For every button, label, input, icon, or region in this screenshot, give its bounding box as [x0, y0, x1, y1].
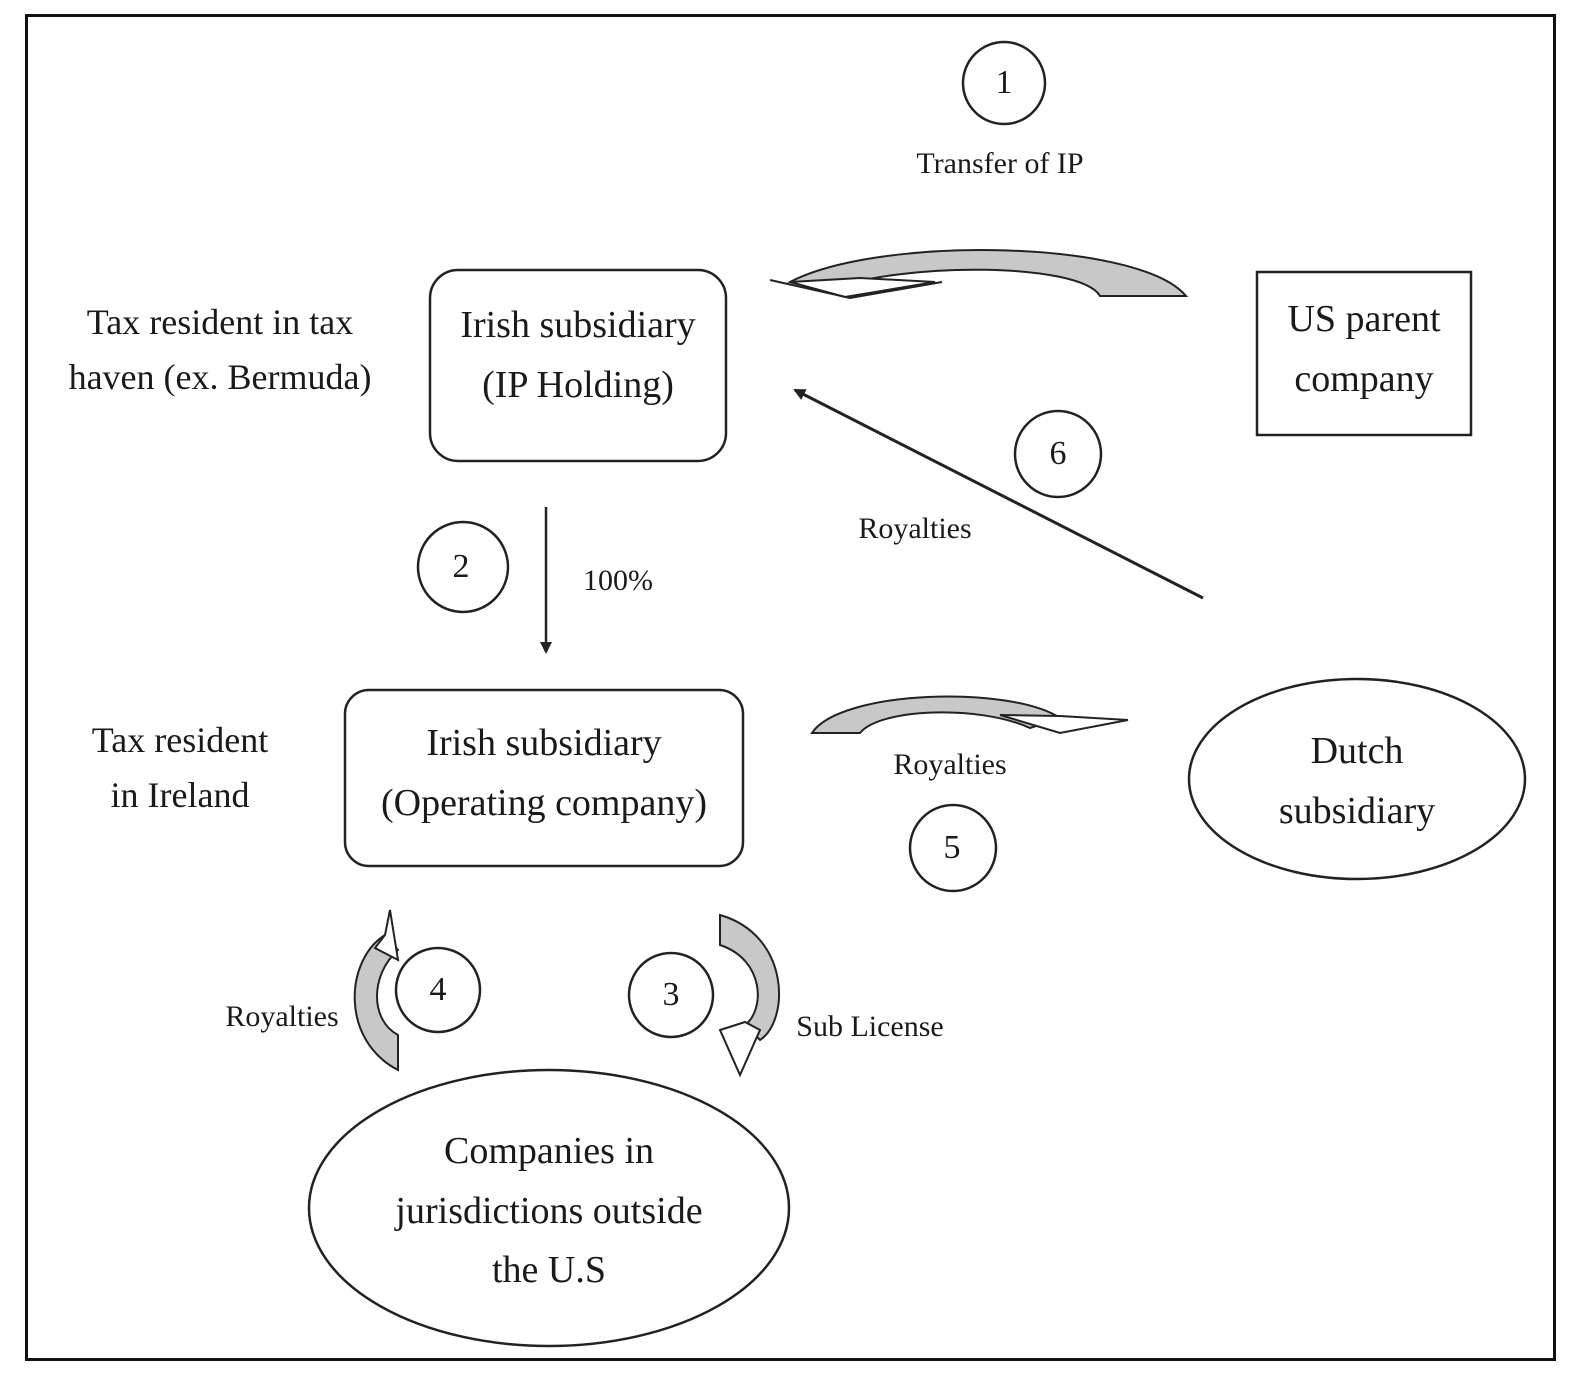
us-parent-label: US parent company [1257, 296, 1471, 403]
companies-outside-ellipse [307, 1068, 791, 1348]
us-parent-box [1255, 270, 1473, 437]
irish-operating-box [343, 688, 745, 868]
dutch-subsidiary-ellipse [1187, 677, 1527, 881]
step-3-circle [627, 951, 715, 1039]
companies-outside-label: Companies in jurisdictions outside the U… [309, 1128, 789, 1295]
step-4-number: 4 [429, 971, 447, 1008]
royalties-op-to-dutch-curved-arrow [810, 695, 1129, 735]
companies-line3: the U.S [492, 1249, 606, 1291]
irish-ip-holding-label: Irish subsidiary (IP Holding) [430, 302, 726, 409]
tax-haven-line2: haven (ex. Bermuda) [68, 357, 372, 397]
dutch-line2: subsidiary [1278, 789, 1436, 832]
diagram-frame [25, 14, 1556, 1361]
tax-haven-line1: Tax resident in tax [86, 302, 354, 342]
step-5-number: 5 [943, 829, 961, 866]
irish-operating-line1: Irish subsidiary [426, 722, 662, 764]
step-2-number: 2 [452, 548, 470, 585]
step-1-number: 1 [995, 64, 1013, 101]
ireland-line1: Tax resident [91, 720, 269, 760]
irish-operating-line2: (Operating company) [380, 781, 708, 824]
step-2-circle [416, 520, 510, 614]
companies-line2: jurisdictions outside [395, 1189, 703, 1232]
dutch-subsidiary-label: Dutch subsidiary [1189, 728, 1525, 835]
step-6-number: 6 [1049, 435, 1067, 472]
us-parent-line2: company [1294, 357, 1434, 400]
tax-haven-residency-label: Tax resident in tax haven (ex. Bermuda) [55, 300, 385, 400]
royalties-dutch-to-ip-arrow [793, 388, 1204, 600]
ireland-line2: in Ireland [110, 775, 250, 815]
irish-operating-label: Irish subsidiary (Operating company) [345, 720, 743, 827]
step-4-circle [394, 946, 482, 1034]
dutch-line1: Dutch [1310, 730, 1404, 772]
sub-license-label: Sub License [796, 1010, 944, 1043]
companies-line1: Companies in [443, 1130, 655, 1172]
transfer-ip-curved-arrow [769, 249, 1189, 300]
royalties-companies-to-op-curved-arrow [353, 909, 400, 1072]
step-5-circle [908, 803, 998, 893]
royalties-companies-to-op-label: Royalties [225, 1000, 339, 1033]
royalties-dutch-to-ip-label: Royalties [858, 512, 972, 545]
royalties-op-to-dutch-label: Royalties [893, 748, 1007, 781]
step-3-number: 3 [662, 976, 680, 1013]
sub-license-curved-arrow [718, 913, 780, 1078]
transfer-ip-label: Transfer of IP [916, 147, 1084, 180]
irish-ip-holding-line1: Irish subsidiary [460, 304, 696, 346]
ireland-residency-label: Tax resident in Ireland [70, 718, 290, 818]
step-6-circle [1013, 409, 1103, 499]
step-1-circle [961, 40, 1047, 126]
us-parent-line1: US parent [1287, 298, 1441, 340]
irish-ip-holding-line2: (IP Holding) [482, 363, 674, 406]
irish-ip-holding-box [428, 268, 728, 463]
ownership-label: 100% [583, 564, 653, 597]
